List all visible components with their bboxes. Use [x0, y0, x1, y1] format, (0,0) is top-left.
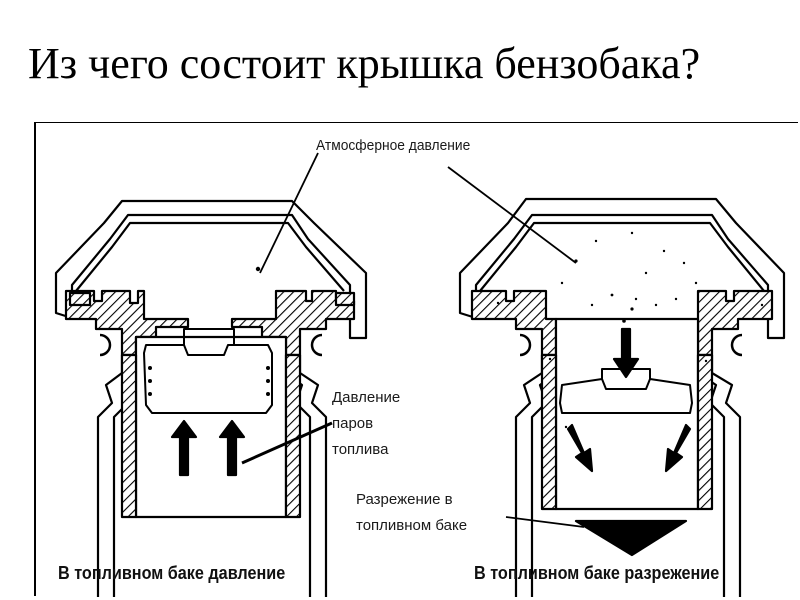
right-clip-left — [519, 333, 532, 357]
left-cap-seal-body — [64, 289, 190, 357]
right-cap-outer-shell — [458, 197, 786, 340]
right-arrow-down-center — [612, 327, 640, 379]
left-cap-seal-body-right — [230, 289, 356, 357]
left-chamber-hatch-right — [284, 353, 302, 519]
right-cap-inner-shell — [479, 221, 765, 292]
left-cap-outer-shell — [54, 199, 368, 340]
right-neck-wall-right — [710, 355, 742, 597]
left-cap-inner-shell — [75, 221, 345, 292]
left-inner-chamber — [134, 335, 288, 519]
left-clip-right — [310, 333, 323, 357]
label-vacuum-line1: Разрежение в — [356, 491, 453, 508]
right-arrow-down-right — [664, 423, 692, 473]
right-cap — [447, 166, 786, 597]
right-arrow-down-left — [566, 423, 594, 473]
right-neck-wall-left — [514, 355, 544, 597]
left-clip-left — [99, 333, 112, 357]
right-chamber-hatch-left — [540, 353, 558, 511]
left-valve-top — [183, 328, 235, 345]
caption-right: В топливном баке разрежение — [474, 563, 720, 583]
atm-leader-left — [259, 152, 319, 274]
caption-left: В топливном баке давление — [58, 563, 286, 583]
label-vacuum-line2: топливном баке — [356, 517, 468, 534]
fuel-cap-drawing — [54, 152, 786, 597]
slide-title: Из чего состоит крышка бензобака? — [28, 39, 701, 88]
right-cap-seal-body — [470, 289, 558, 357]
atm-leader-right — [447, 166, 577, 264]
left-neck-wall-left — [96, 355, 124, 597]
left-spring-dots — [148, 366, 270, 396]
label-vapor-line3: топлива — [332, 441, 389, 458]
left-cap-tab-left — [68, 291, 92, 307]
vapor-leader — [241, 421, 333, 465]
left-arrow-up-1 — [170, 419, 198, 477]
label-vapor-line2: паров — [332, 415, 374, 432]
right-air-speckles — [496, 231, 764, 431]
vacuum-leader — [505, 516, 585, 528]
left-chamber-hatch-left — [120, 353, 138, 519]
fuel-cap-diagram: Атмосферное давление Давление паров топл… — [34, 122, 798, 597]
right-chamber-hatch-right — [696, 353, 714, 511]
left-neck-wall-right — [298, 355, 328, 597]
left-cap — [54, 152, 368, 597]
label-vapor-line1: Давление — [332, 389, 401, 406]
left-cap-tab-right — [334, 291, 356, 307]
atm-leader-left-dot — [255, 266, 261, 272]
right-cap-seal-body-right — [696, 289, 774, 357]
label-atmospheric-pressure: Атмосферное давление — [316, 137, 471, 154]
vacuum-wedge — [574, 519, 688, 557]
right-clip-right — [730, 333, 743, 357]
left-arrow-up-2 — [218, 419, 246, 477]
